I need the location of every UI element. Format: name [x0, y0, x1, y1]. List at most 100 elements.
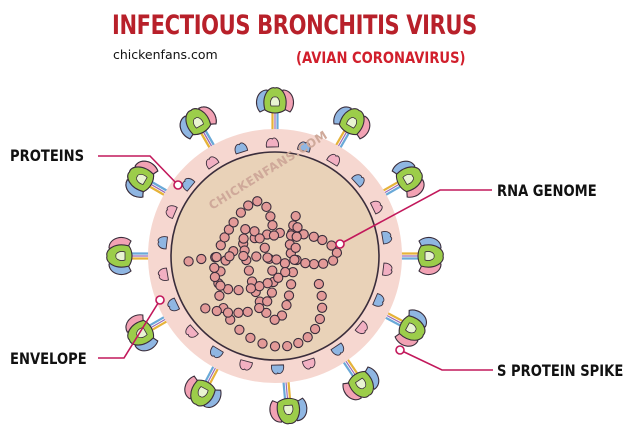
- rna-bead-79: [271, 254, 282, 265]
- rna-bead-53: [243, 265, 255, 276]
- proteins-leader: [98, 155, 179, 186]
- s-protein-spike-0: [255, 87, 295, 136]
- rna-bead-25: [308, 231, 319, 242]
- label-proteins: PROTEINS: [10, 146, 85, 165]
- rna-bead-78: [262, 252, 273, 263]
- rna-bead-97: [243, 200, 254, 211]
- rna-bead-82: [273, 272, 284, 283]
- label-envelope: ENVELOPE: [10, 349, 87, 368]
- page-title: INFECTIOUS BRONCHITIS VIRUS: [112, 10, 477, 41]
- rna-bead-70: [211, 305, 222, 317]
- label-s-protein-spike: S PROTEIN SPIKE: [497, 361, 624, 380]
- s-protein-spike-12: [179, 106, 219, 154]
- rna-bead-46: [281, 299, 292, 311]
- rna-bead-95: [228, 217, 239, 228]
- rna-bead-98: [252, 196, 263, 207]
- rna-bead-56: [238, 233, 249, 244]
- membrane-protein-4: [301, 357, 316, 370]
- rna-bead-1: [316, 290, 327, 302]
- rna-genome-strand: [183, 196, 343, 352]
- membrane-protein-6: [239, 359, 253, 371]
- rna-bead-62: [267, 265, 278, 276]
- rna-bead-9: [257, 338, 268, 349]
- rna-bead-65: [262, 296, 273, 307]
- s-protein-spike-9: [106, 236, 155, 276]
- rna-bead-0: [313, 278, 325, 290]
- membrane-proteins-layer: [157, 137, 393, 375]
- rna-bead-42: [289, 254, 300, 265]
- rna-bead-30: [318, 258, 329, 269]
- envelope-leader-dot: [155, 295, 165, 305]
- membrane-protein-5: [271, 364, 285, 375]
- rna-bead-100: [265, 211, 276, 222]
- rna-bead-64: [266, 287, 278, 298]
- label-rna-genome: RNA GENOME: [497, 181, 597, 200]
- rna-bead-99: [261, 201, 272, 213]
- rna-bead-91: [211, 251, 222, 263]
- s-protein-spike-8: [125, 312, 173, 352]
- membrane-protein-20: [369, 200, 383, 215]
- rna-bead-73: [196, 253, 207, 265]
- membrane-protein-14: [205, 156, 220, 170]
- membrane-protein-12: [165, 205, 178, 220]
- rna-bead-57: [240, 224, 251, 235]
- membrane-protein-18: [326, 153, 340, 167]
- membrane-protein-8: [185, 324, 199, 338]
- s-protein-spike-2: [377, 160, 425, 200]
- rna-bead-38: [290, 210, 301, 222]
- rna-bead-59: [254, 233, 265, 244]
- rna-bead-67: [242, 306, 253, 318]
- rna-bead-26: [317, 234, 328, 246]
- membrane-protein-16: [265, 137, 279, 148]
- rna-bead-86: [233, 284, 244, 296]
- membrane-protein-7: [210, 345, 224, 359]
- rna-bead-94: [223, 224, 235, 235]
- s-protein-spike-4: [379, 309, 427, 347]
- membrane-protein-13: [182, 177, 196, 192]
- rna-bead-41: [290, 242, 301, 253]
- s-protein-spike-leader-dot: [395, 345, 405, 355]
- rna-bead-11: [234, 324, 245, 335]
- rna-bead-93: [219, 232, 230, 243]
- rna-bead-72: [183, 256, 194, 267]
- rna-bead-76: [238, 250, 249, 262]
- rna-bead-90: [209, 262, 220, 273]
- rna-bead-89: [209, 271, 221, 283]
- rna-bead-101: [267, 220, 278, 231]
- envelope-leader: [98, 299, 161, 359]
- rna-bead-84: [254, 281, 265, 292]
- membrane-protein-10: [157, 267, 169, 281]
- rna-genome-leader: [339, 189, 492, 245]
- rna-bead-44: [285, 279, 297, 290]
- rna-bead-85: [245, 283, 257, 294]
- rna-bead-6: [293, 337, 304, 349]
- rna-bead-80: [279, 258, 291, 269]
- rna-bead-77: [251, 251, 262, 262]
- rna-bead-10: [245, 332, 256, 344]
- s-protein-spike-5: [339, 353, 380, 401]
- proteins-leader-dot: [173, 180, 183, 190]
- membrane-protein-21: [381, 231, 393, 245]
- rna-bead-3: [314, 313, 326, 325]
- rna-bead-4: [309, 323, 321, 335]
- rna-genome-leader-dot: [335, 239, 345, 249]
- rna-bead-71: [200, 303, 211, 314]
- s-protein-spike-leader: [399, 349, 493, 371]
- membrane-protein-19: [351, 174, 365, 188]
- rna-bead-88: [215, 280, 226, 291]
- rna-bead-7: [282, 340, 293, 352]
- leader-lines: [98, 155, 493, 371]
- rna-bead-5: [302, 332, 313, 343]
- membrane-protein-17: [297, 141, 311, 153]
- rna-bead-48: [269, 314, 280, 325]
- rna-bead-45: [283, 290, 295, 301]
- s-protein-spike-6: [269, 375, 308, 425]
- rna-bead-69: [222, 307, 234, 318]
- rna-bead-49: [261, 307, 272, 319]
- membrane-protein-1: [372, 292, 385, 307]
- page-subtitle: (AVIAN CORONAVIRUS): [296, 48, 466, 67]
- s-protein-spike-3: [395, 236, 444, 276]
- rna-bead-39: [292, 222, 303, 233]
- rna-bead-60: [259, 242, 270, 253]
- rna-bead-40: [291, 231, 302, 242]
